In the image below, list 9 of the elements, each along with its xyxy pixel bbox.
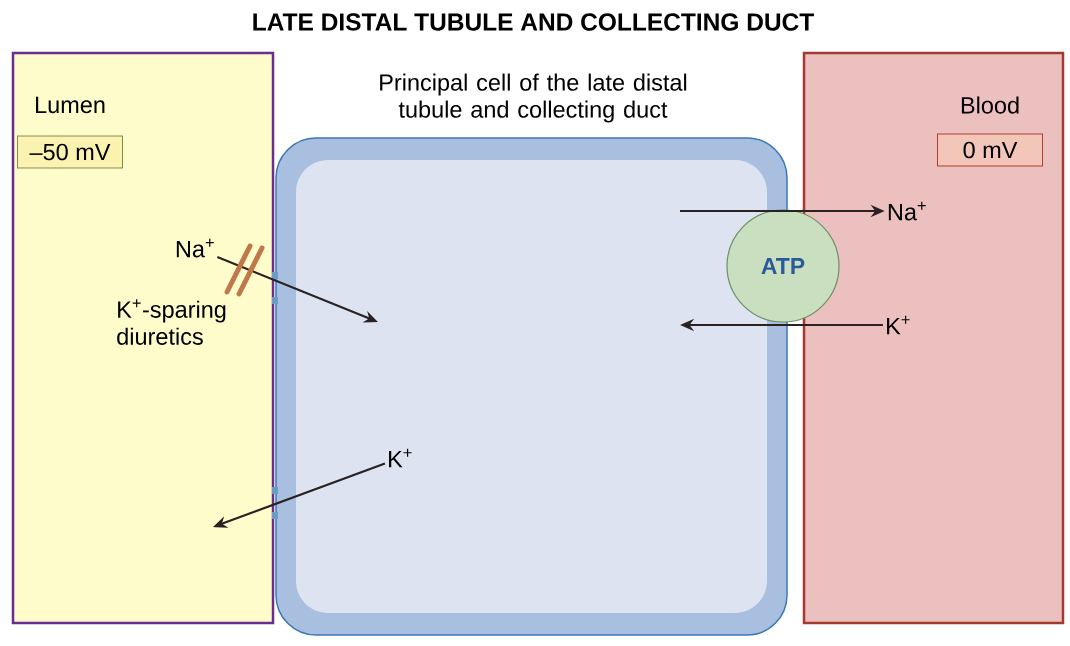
voltage-box: 0 mV — [937, 133, 1043, 167]
voltage-box: –50 mV — [17, 135, 123, 169]
ion-label: K$^{+}$ — [389, 448, 412, 468]
node-label: Principal cell of the late distal tubule and collecting duct — [380, 73, 687, 123]
ion-label: Na$^{+}$ — [176, 238, 214, 258]
drug-label: K$^{+}$-sparing diuretics — [117, 299, 226, 345]
ion-label: K$^{+}$ — [887, 315, 910, 335]
title: LATE DISTAL TUBULE AND COLLECTING DUCT — [253, 13, 814, 31]
ion-label: Na$^{+}$ — [888, 201, 926, 221]
